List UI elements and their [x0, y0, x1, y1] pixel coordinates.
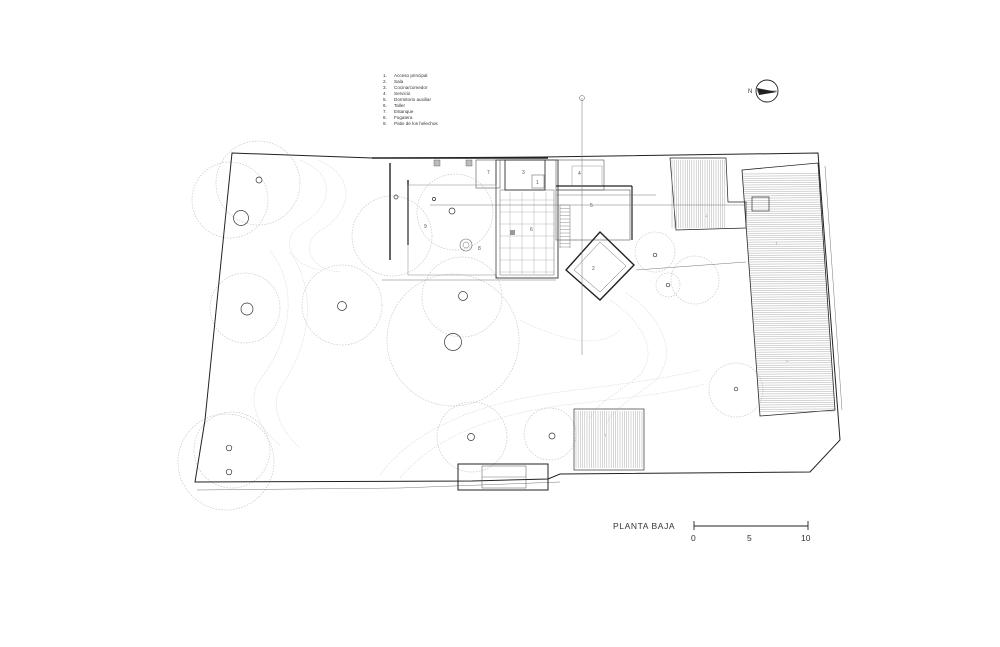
- terrain-contours: [253, 159, 706, 479]
- legend-label-2: Sala: [394, 79, 404, 84]
- right-terrace: ↑ ←: [741, 162, 843, 417]
- drawing-title: PLANTA BAJA: [613, 521, 675, 531]
- room-number-7: 7: [487, 170, 490, 176]
- tree-trunks: [225, 176, 739, 476]
- legend-num-9: 9.: [383, 121, 387, 126]
- room-number-8: 8: [478, 246, 481, 252]
- room-number-5: 5: [590, 203, 593, 209]
- legend-num-8: 8.: [383, 115, 387, 120]
- house-footprint: 7 3 4 5 6 9 8 2 1: [372, 95, 747, 355]
- tree-canopies: [177, 140, 764, 511]
- scale-tick-10: 10: [801, 533, 811, 543]
- room-number-3: 3: [522, 170, 525, 176]
- legend-num-1: 1.: [383, 73, 387, 78]
- site-boundary: [194, 152, 841, 491]
- legend-num-5: 5.: [383, 97, 387, 102]
- svg-text:↑: ↑: [604, 433, 607, 439]
- scale-bar: 0 5 10: [691, 521, 811, 543]
- legend-num-4: 4.: [383, 91, 387, 96]
- room-number-6: 6: [530, 227, 533, 233]
- room-number-1: 1: [536, 180, 539, 186]
- legend-label-6: Taller: [394, 103, 405, 108]
- room-number-2: 2: [592, 266, 595, 272]
- room-number-4: 4: [578, 171, 581, 177]
- legend-num-2: 2.: [383, 79, 387, 84]
- north-label: N: [748, 89, 752, 95]
- legend-label-7: Estanque: [394, 109, 414, 114]
- room-number-9: 9: [424, 224, 427, 230]
- top-right-deck: ↓: [669, 157, 747, 231]
- legend-num-6: 6.: [383, 103, 387, 108]
- legend-label-1: Acceso principal: [394, 73, 427, 78]
- legend-label-5: Dormitorio auxiliar: [394, 97, 431, 102]
- legend-num-7: 7.: [383, 109, 387, 114]
- legend-label-3: Cocina/comedor: [394, 85, 428, 90]
- legend-label-8: Fogatera: [394, 115, 413, 120]
- legend-label-4: Servicio: [394, 91, 411, 96]
- scale-tick-0: 0: [691, 533, 696, 543]
- svg-text:↑: ↑: [775, 241, 778, 247]
- entrance-structure: [457, 463, 549, 491]
- scale-tick-5: 5: [747, 533, 752, 543]
- legend-num-3: 3.: [383, 85, 387, 90]
- svg-text:↓: ↓: [705, 213, 708, 219]
- bottom-deck: ↑: [573, 408, 645, 471]
- north-arrow-icon: N: [748, 79, 779, 103]
- svg-text:←: ←: [785, 358, 790, 364]
- legend-label-9: Patio de los helechos: [394, 121, 438, 126]
- legend: 1. Acceso principal 2. Sala 3. Cocina/co…: [383, 73, 438, 126]
